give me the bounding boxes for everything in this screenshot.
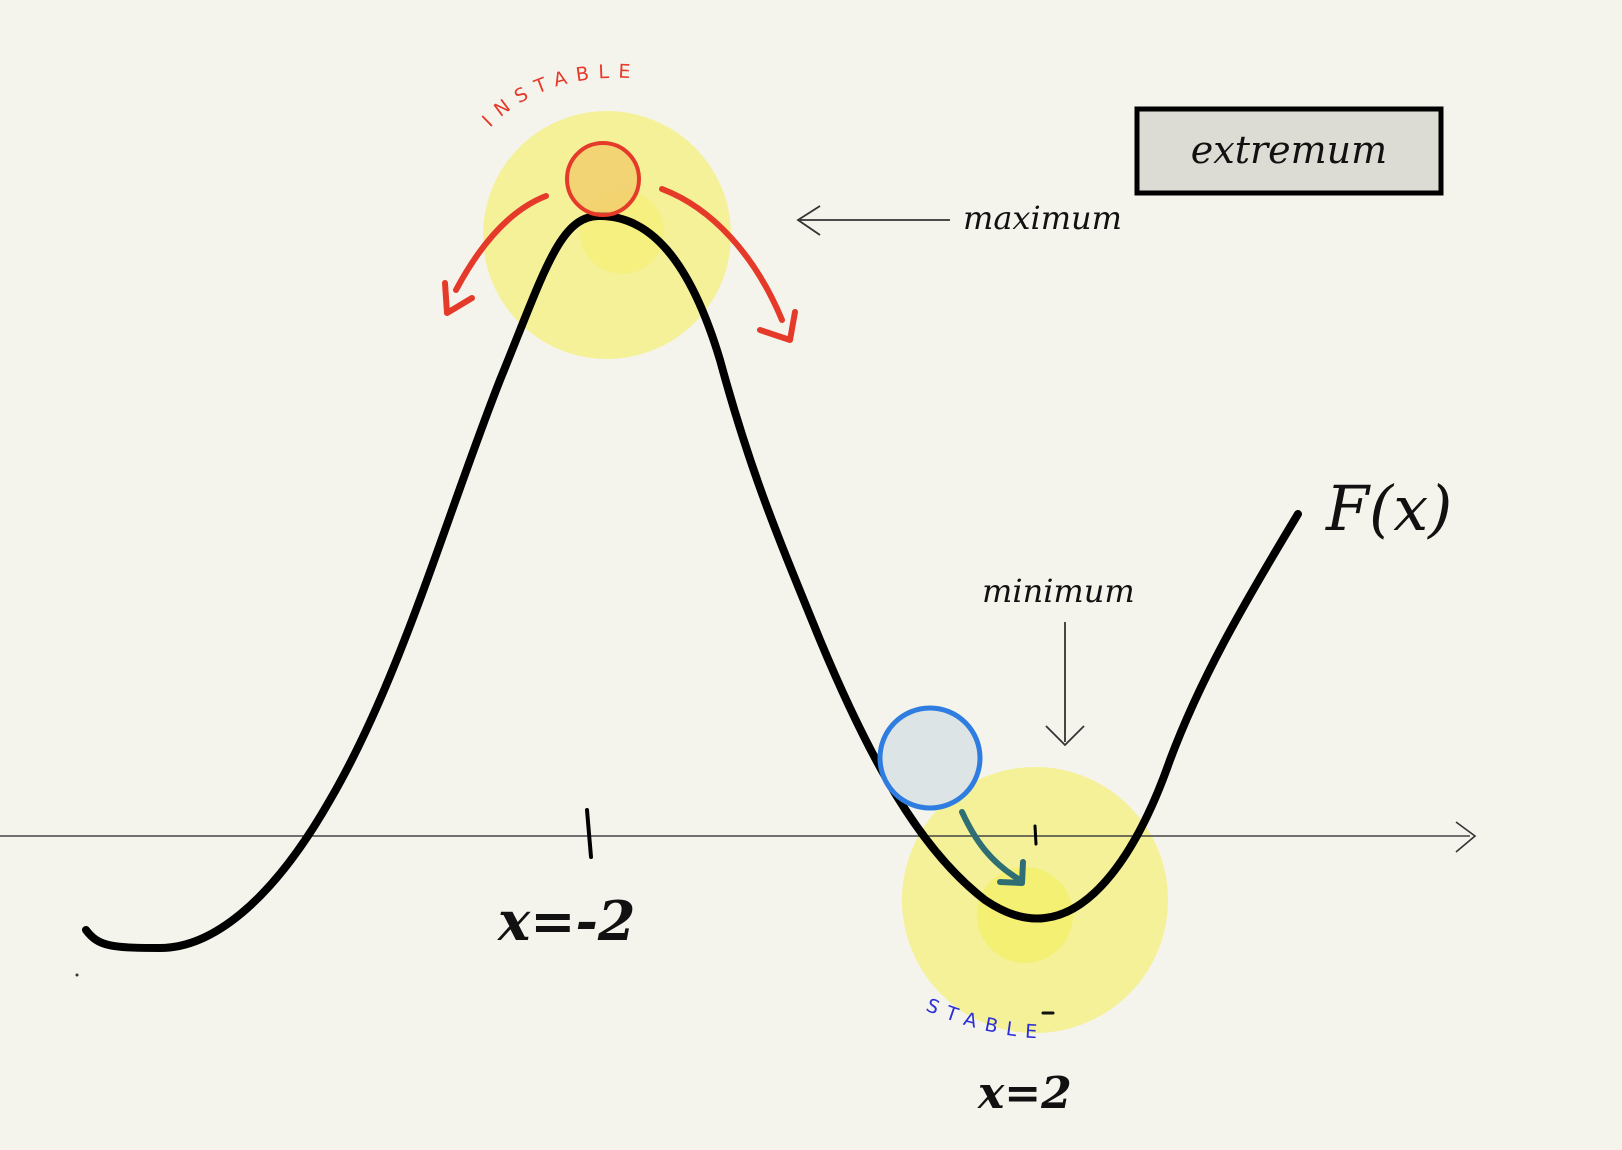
function-curve: [82, 211, 1302, 952]
stable-arrow-head-icon: [997, 859, 1026, 886]
unstable-arrow-left-head-icon: [442, 280, 475, 316]
extremum-box: [1134, 106, 1444, 196]
axis-arrow-icon: [1455, 821, 1477, 853]
unstable-arrow-left: [453, 193, 549, 293]
maximum-arrow-icon: [796, 205, 821, 236]
stray-dot: [75, 973, 79, 977]
unstable-arrow-right: [659, 186, 785, 323]
unstable-ball: [565, 141, 641, 217]
minimum-label: minimum: [982, 572, 1135, 610]
function-label: F(x): [1325, 472, 1452, 545]
tick-max: [585, 808, 593, 859]
stable-arrow: [959, 809, 1023, 883]
maximum-label: maximum: [963, 199, 1122, 237]
minimum-arrow-icon: [1045, 725, 1085, 747]
tick-min: [1033, 824, 1038, 846]
x-min-label: x=2: [977, 1068, 1072, 1119]
stable-ball: [877, 705, 983, 811]
x-max-label: x=-2: [497, 889, 635, 953]
unstable-arrow-right-head-icon: [757, 309, 798, 343]
extremum-label: extremum: [1191, 128, 1387, 172]
